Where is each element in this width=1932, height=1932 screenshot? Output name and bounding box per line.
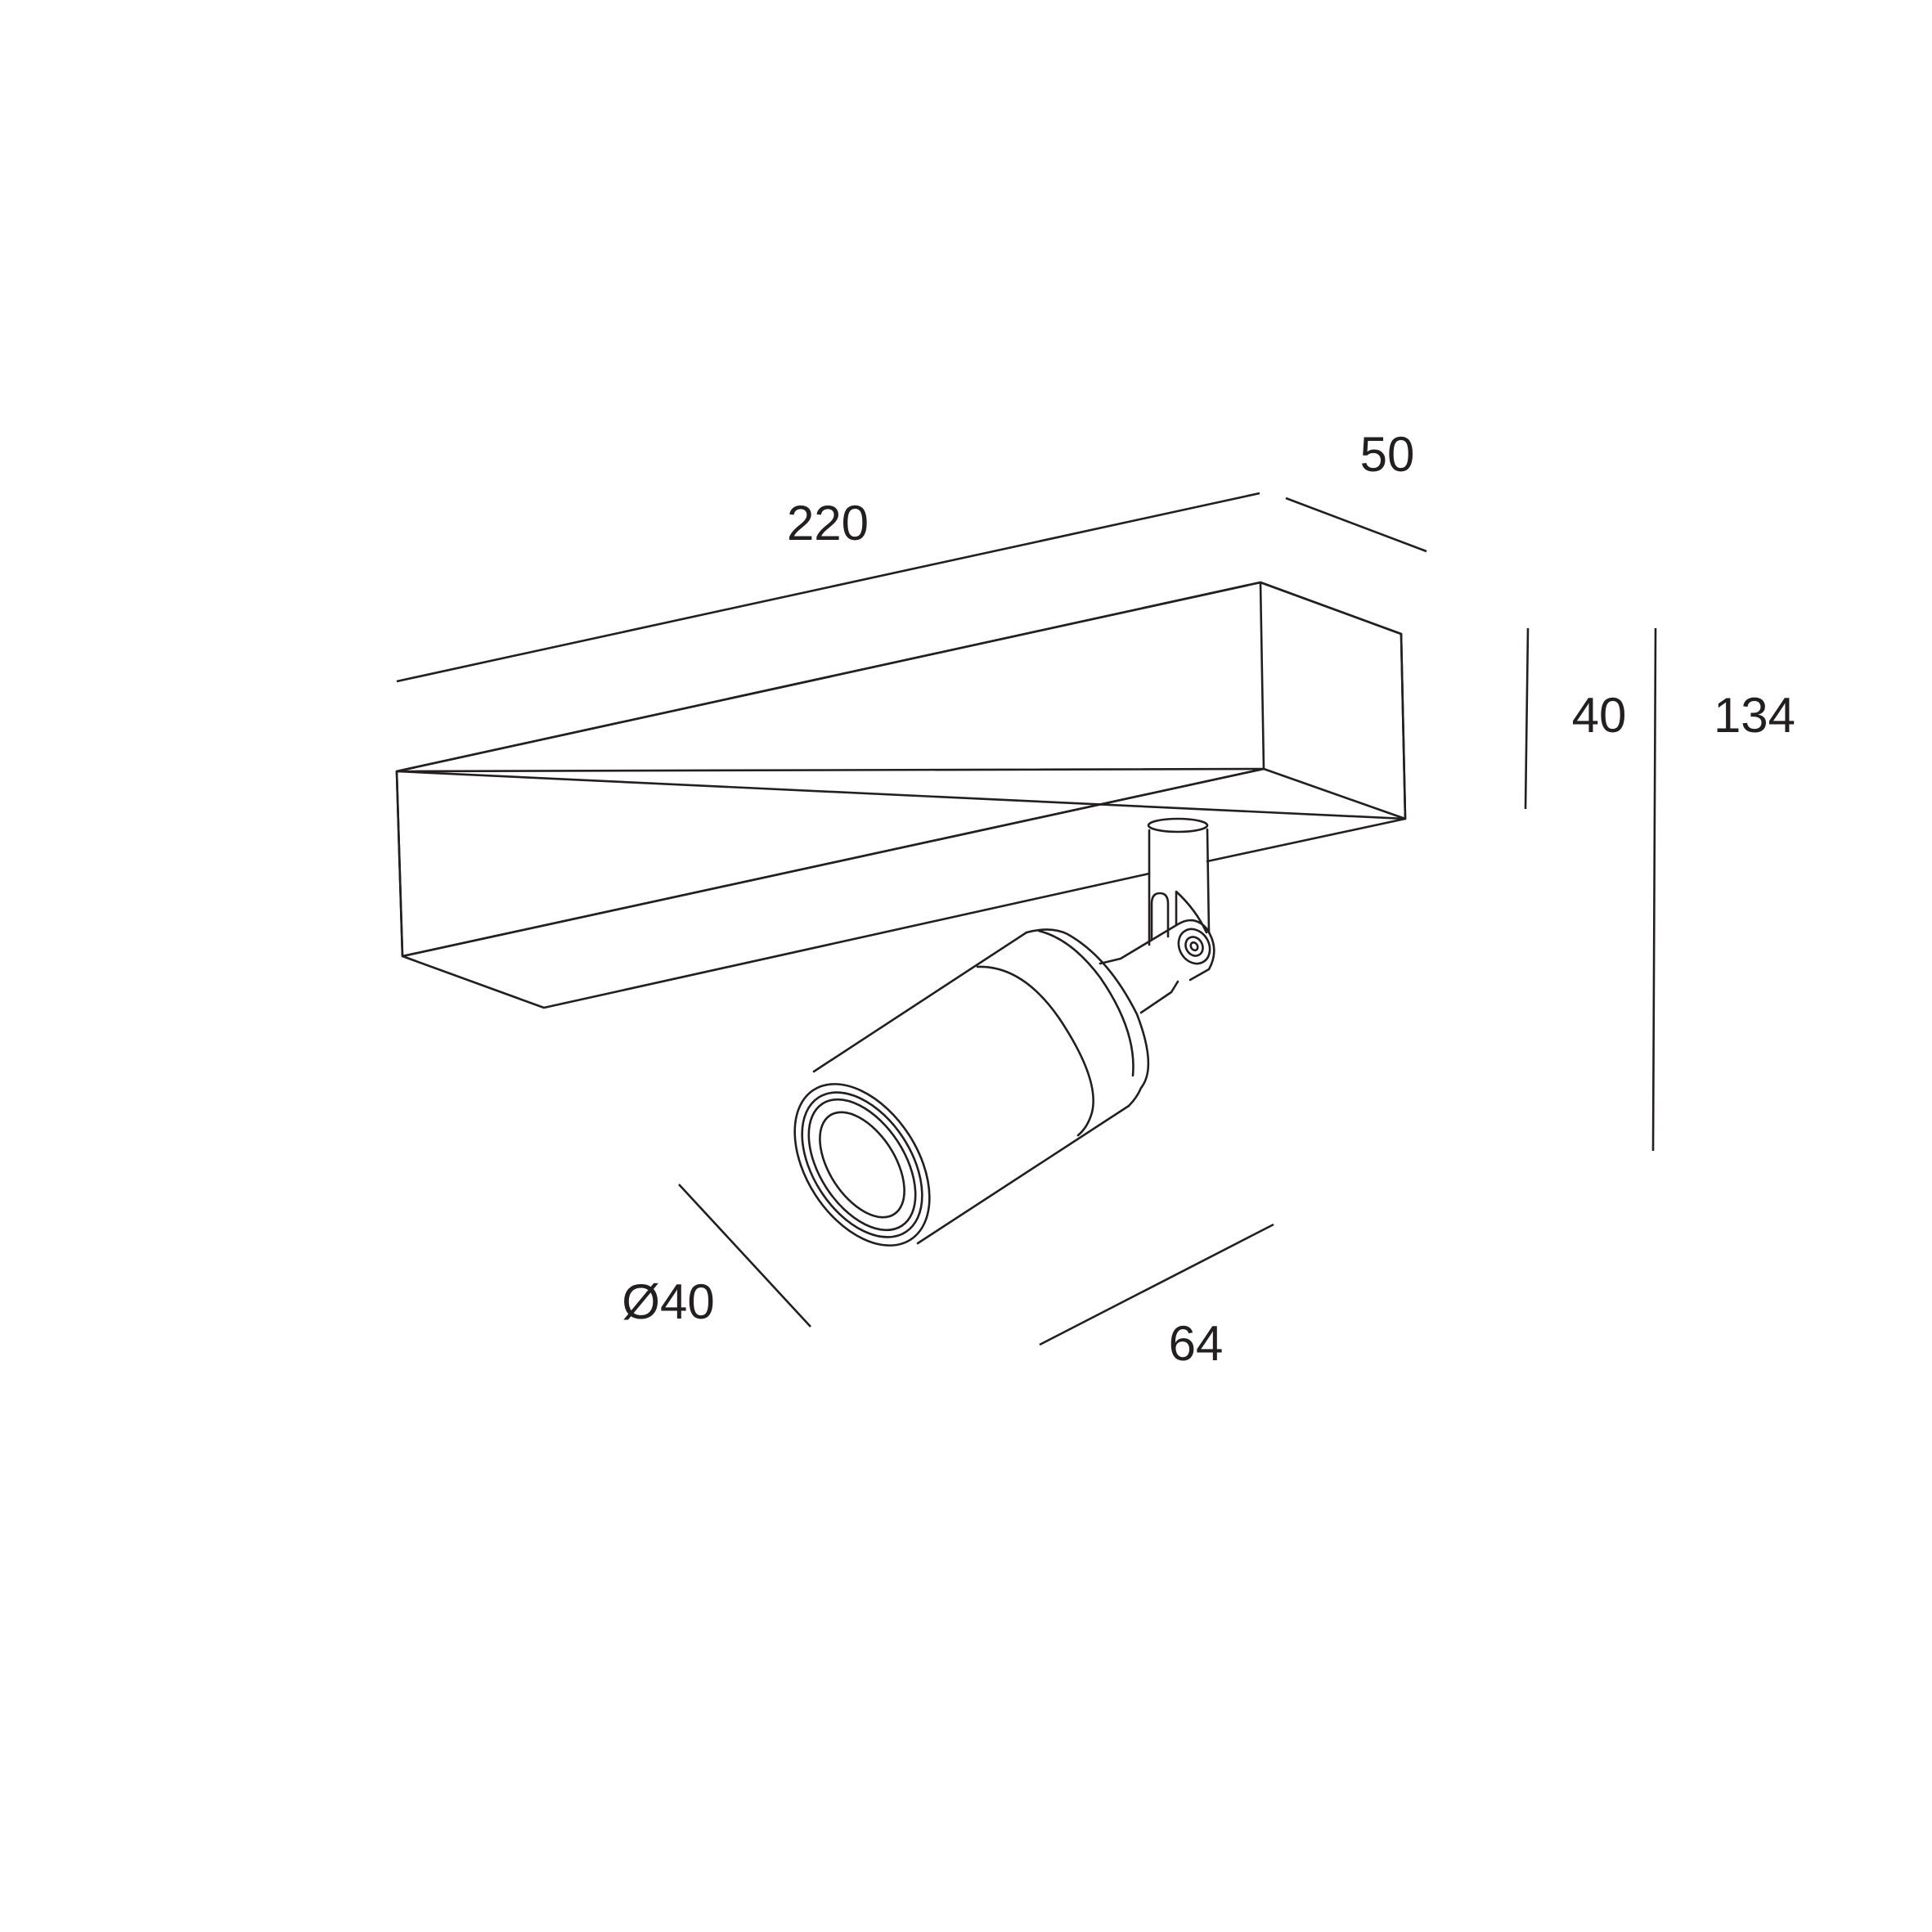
joint-bolt-outer xyxy=(1177,928,1211,965)
dimension-labels: 220 50 40 134 Ø40 64 xyxy=(622,427,1795,1371)
stem-cap xyxy=(1147,817,1209,833)
stem-notch xyxy=(1175,890,1208,934)
dim-line-total-height xyxy=(1651,627,1657,1152)
dim-label-rail-height: 40 xyxy=(1572,688,1627,743)
lens-glass xyxy=(819,1111,905,1219)
spot-stem xyxy=(1147,817,1211,946)
dim-label-diameter: Ø40 xyxy=(622,1274,714,1329)
cylinder-back-ring xyxy=(1037,929,1134,1077)
joint-arm xyxy=(1099,919,1215,1014)
dim-line-diameter xyxy=(678,1184,811,1328)
lens-rim-inner xyxy=(807,1098,917,1232)
dim-label-length: 220 xyxy=(787,496,869,550)
cylinder-body xyxy=(812,931,1130,1245)
cylinder-back-collar xyxy=(1025,928,1150,1108)
spot-cylinder xyxy=(812,928,1150,1245)
cylinder-back-face xyxy=(976,965,1094,1137)
joint-bolt-inner xyxy=(1184,936,1204,957)
dim-label-spot-length: 64 xyxy=(1169,1316,1224,1371)
dim-label-total-height: 134 xyxy=(1714,688,1795,743)
lens-rim-mid xyxy=(801,1091,923,1238)
track-rail xyxy=(395,581,1407,1009)
dimension-lines xyxy=(396,492,1657,1346)
stem-slot xyxy=(1150,892,1170,941)
swivel-joint xyxy=(1099,919,1215,1014)
dim-line-rail-height xyxy=(1524,627,1530,810)
dim-label-depth: 50 xyxy=(1360,427,1415,482)
rail-outline xyxy=(395,581,1407,1009)
rail-top-face xyxy=(395,581,1407,820)
stem-body xyxy=(1148,828,1211,946)
lens-rim-outer xyxy=(793,1083,931,1247)
joint-bolt-core xyxy=(1189,941,1199,952)
dim-line-spot-length xyxy=(1039,1223,1274,1346)
dim-line-depth xyxy=(1285,496,1427,553)
dim-line-length xyxy=(396,492,1260,683)
spot-lens xyxy=(793,1083,931,1247)
